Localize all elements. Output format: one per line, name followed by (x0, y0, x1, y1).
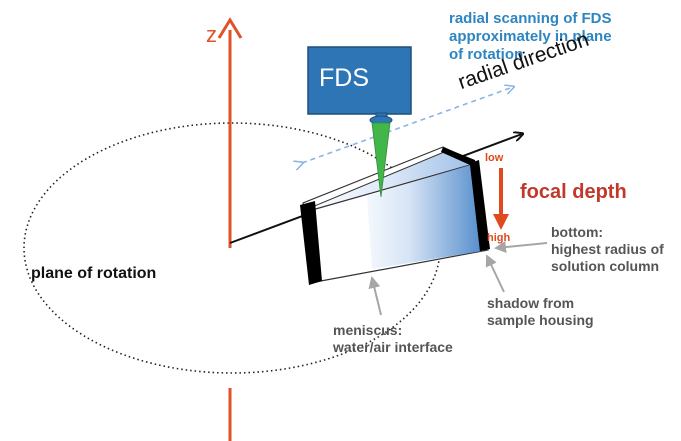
bottom-line-2: highest radius of (551, 240, 664, 257)
fds-detector-box (307, 46, 412, 115)
radial-scanning-arrow (302, 87, 513, 163)
bottom-pointer-arrow (494, 241, 548, 253)
radial-scanning-label: radial scanning of FDS approximately in … (449, 10, 612, 64)
fds-label: FDS (319, 64, 369, 92)
shadow-left-bar (300, 201, 322, 285)
radial-scanning-line-1: radial scanning of FDS (449, 10, 612, 27)
focal-depth-label: focal depth (520, 181, 627, 203)
meniscus-label: meniscus: water/air interface (333, 322, 453, 356)
shadow-right-bar-face (470, 160, 490, 251)
shadow-pointer-arrow (485, 254, 505, 293)
bottom-label: bottom: highest radius of solution colum… (551, 224, 664, 274)
high-label: high (487, 232, 511, 244)
meniscus-pointer-arrow (368, 276, 382, 316)
sample-cell (300, 146, 490, 285)
shadow-line-1: shadow from (487, 295, 575, 311)
z-axis-label: z (206, 22, 217, 47)
focal-depth-arrowhead (493, 214, 509, 230)
shadow-label: shadow from sample housing (487, 295, 594, 329)
plane-of-rotation-label: plane of rotation (31, 265, 157, 282)
meniscus-line-2: water/air interface (333, 338, 453, 355)
z-axis-arrowhead (217, 17, 243, 39)
radial-scanning-line-3: of rotation (449, 46, 524, 63)
solution-column (367, 163, 488, 269)
radial-scanning-line-2: approximately in plane (449, 28, 612, 45)
bottom-line-1: bottom: (551, 224, 604, 240)
shadow-line-2: sample housing (487, 311, 594, 328)
low-label: low (485, 152, 504, 164)
meniscus-line-1: meniscus: (333, 322, 403, 338)
bottom-line-3: solution column (551, 257, 660, 274)
excitation-beam (371, 122, 391, 198)
